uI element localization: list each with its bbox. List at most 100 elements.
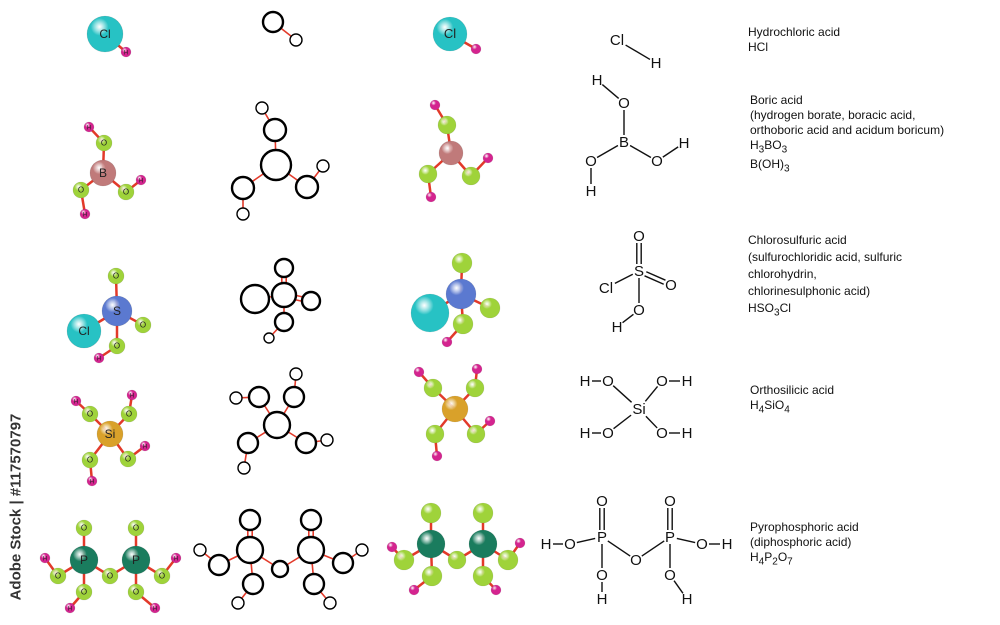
wire-atom: [300, 290, 322, 312]
structure-bond: [673, 580, 684, 594]
atom-h: [70, 395, 82, 407]
atom-label: O: [133, 588, 139, 597]
atom-label: O: [87, 456, 93, 465]
structure-bond: [662, 146, 679, 158]
wire-atom: [235, 535, 265, 565]
structure-atom: O: [656, 373, 668, 390]
atom-label: O: [159, 572, 165, 581]
structure-bond: [644, 275, 664, 285]
structure-atom: O: [664, 493, 676, 510]
molecule-detail: chlorinesulphonic acid): [748, 284, 871, 298]
wire-atom: [262, 117, 288, 143]
wire-model-chlorosulfuric: [239, 257, 322, 344]
atom-label: H: [74, 400, 78, 406]
atom-label: P: [132, 553, 140, 567]
wire-atom: [255, 101, 269, 115]
wire-atom: [229, 391, 243, 405]
atom-label: O: [107, 572, 113, 581]
wire-atom: [294, 431, 318, 455]
wire-atom: [270, 281, 298, 309]
atom-cl: [432, 16, 468, 52]
structure-atom: O: [633, 228, 645, 245]
structure-bond: [601, 84, 620, 99]
wire-atom: [239, 283, 271, 315]
atom-label: Cl: [444, 26, 456, 41]
structure-atom: H: [580, 373, 591, 390]
atom-o: [437, 115, 457, 135]
atom-h: [93, 352, 105, 364]
atom-label: O: [125, 455, 131, 464]
atom-cl: [86, 15, 124, 53]
wire-atom: [247, 385, 271, 409]
atom-o: [451, 252, 473, 274]
label-orthosilicic: Orthosilicic acid H4SiO4: [750, 383, 834, 417]
stock-watermark: Adobe Stock | #117570797: [4, 395, 28, 620]
molecule-formula: H3BO3: [750, 138, 788, 156]
wire-atom: [302, 572, 326, 596]
structure-atom: H: [651, 55, 662, 72]
wire-atom: [273, 257, 295, 279]
atom-label: H: [130, 394, 134, 400]
atom-o: [420, 502, 442, 524]
shaded-model-pyrophosphoric: [386, 502, 526, 596]
structure-atom: H: [586, 183, 597, 200]
atom-label: O: [126, 410, 132, 419]
atom-o: [95, 134, 113, 152]
structure-bond: [613, 414, 632, 430]
wire-atom: [237, 461, 251, 475]
structure-atom: H: [682, 373, 693, 390]
atom-h: [39, 552, 51, 564]
structure-bond: [629, 144, 652, 159]
wire-atom: [261, 10, 285, 34]
structure-atom: O: [665, 277, 677, 294]
atom-o: [127, 583, 145, 601]
wire-atom: [273, 311, 295, 333]
label-boric: Boric acid (hydrogen borate, boracic aci…: [750, 93, 944, 177]
atom-label: H: [68, 607, 72, 613]
atom-o: [127, 519, 145, 537]
wire-atom: [236, 431, 260, 455]
atom-label: O: [123, 188, 129, 197]
molecule-name: Boric acid: [750, 93, 803, 107]
atom-b: [89, 159, 117, 187]
molecule-formula: HSO3Cl: [748, 301, 791, 319]
atom-h: [471, 363, 483, 375]
atom-label: S: [113, 304, 121, 318]
wire-atom: [207, 553, 231, 577]
label-hcl: Hydrochloric acid HCl: [748, 25, 840, 55]
atom-o: [452, 313, 474, 335]
wire-atom: [355, 543, 369, 557]
atom-label: H: [174, 557, 178, 563]
atom-h: [484, 415, 496, 427]
atom-p: [69, 545, 99, 575]
structure-bond: [614, 273, 634, 285]
atom-s: [101, 295, 133, 327]
atom-label: O: [78, 186, 84, 195]
atom-o: [472, 565, 494, 587]
structure-atom: O: [585, 153, 597, 170]
atom-p: [416, 529, 446, 559]
structure-bond: [641, 540, 665, 557]
ball-model-hcl: ClH: [86, 15, 132, 58]
structure-atom: O: [618, 95, 630, 112]
atom-h: [120, 46, 132, 58]
atom-label: Cl: [99, 27, 110, 41]
shaded-model-hcl: Cl: [432, 16, 482, 55]
atom-label: O: [81, 588, 87, 597]
atom-h: [64, 602, 76, 614]
molecule-name: Orthosilicic acid: [750, 383, 835, 397]
molecule-name: Pyrophosphoric acid: [750, 520, 859, 534]
structure-atom: H: [722, 536, 733, 553]
structure-atom: H: [682, 425, 693, 442]
shaded-model-chlorosulfuric: [410, 252, 501, 348]
structure-bond: [576, 537, 596, 544]
structure-atom: H: [580, 425, 591, 442]
atom-o: [472, 502, 494, 524]
atom-o: [81, 451, 99, 469]
structure-atom: O: [596, 567, 608, 584]
structure-bond: [612, 385, 633, 403]
atom-label: O: [133, 524, 139, 533]
